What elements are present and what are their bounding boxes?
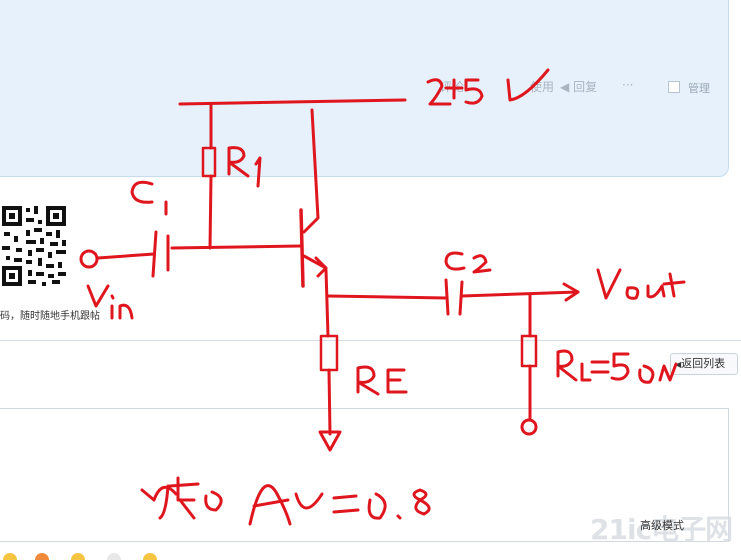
rl-label-handwriting xyxy=(556,349,678,384)
r1-wire xyxy=(208,102,213,250)
qr-code-icon xyxy=(0,204,68,288)
rl-resistor xyxy=(520,334,538,368)
back-to-list-button[interactable]: ◀返回列表 xyxy=(670,353,738,375)
input-terminal xyxy=(79,249,99,269)
transistor-base-bar xyxy=(299,208,305,288)
re-ground-arrow xyxy=(318,430,342,452)
re-label-handwriting xyxy=(356,365,408,396)
reply-arrow-icon: ◀ xyxy=(560,80,570,94)
manage-checkbox[interactable]: 管理 xyxy=(668,80,710,96)
emoji-icon[interactable] xyxy=(143,553,157,560)
qr-caption: 码，随时随地手机跟帖 xyxy=(0,311,100,322)
c2-label-handwriting xyxy=(444,251,492,274)
back-button-label: 返回列表 xyxy=(681,357,726,370)
site-watermark: 21ic电子网 xyxy=(590,513,733,546)
section-divider xyxy=(0,340,741,341)
emoji-toolbar xyxy=(3,553,157,560)
base-wire xyxy=(170,244,302,250)
input-wire xyxy=(96,252,156,260)
re-resistor xyxy=(319,334,339,372)
collector-wire xyxy=(302,108,320,234)
emitter-node-wire xyxy=(326,294,448,300)
supply-rail xyxy=(178,98,407,106)
post-content-box xyxy=(0,0,729,177)
reply-label: 回复 xyxy=(573,80,598,94)
output-wire xyxy=(460,290,580,298)
vin-label-handwriting xyxy=(86,284,134,320)
checkbox-icon[interactable] xyxy=(668,81,680,93)
advanced-mode-link[interactable]: 高级模式 xyxy=(640,519,684,532)
emitter-lead xyxy=(302,254,328,278)
back-arrow-icon: ◀ xyxy=(675,360,682,369)
re-ground-wire xyxy=(327,368,332,436)
emoji-icon[interactable] xyxy=(71,553,85,560)
emoji-icon[interactable] xyxy=(107,553,121,560)
emitter-wire xyxy=(324,268,330,338)
reply-link[interactable]: ◀ 回复 xyxy=(560,78,597,95)
r1-resistor xyxy=(201,146,217,178)
emoji-icon[interactable] xyxy=(35,553,49,560)
c2-capacitor xyxy=(444,278,464,316)
rl-ground-terminal xyxy=(520,418,538,436)
bottom-note-handwriting xyxy=(140,476,431,526)
reply-editor[interactable] xyxy=(0,408,729,542)
more-link[interactable]: ··· xyxy=(622,78,634,92)
vout-label-handwriting xyxy=(596,268,686,300)
supply-label-handwriting xyxy=(426,68,550,106)
c1-label-handwriting xyxy=(130,180,168,216)
output-arrow xyxy=(562,282,580,302)
r1-label-handwriting xyxy=(227,146,262,188)
manage-label: 管理 xyxy=(688,82,710,95)
emoji-icon[interactable] xyxy=(3,553,17,560)
